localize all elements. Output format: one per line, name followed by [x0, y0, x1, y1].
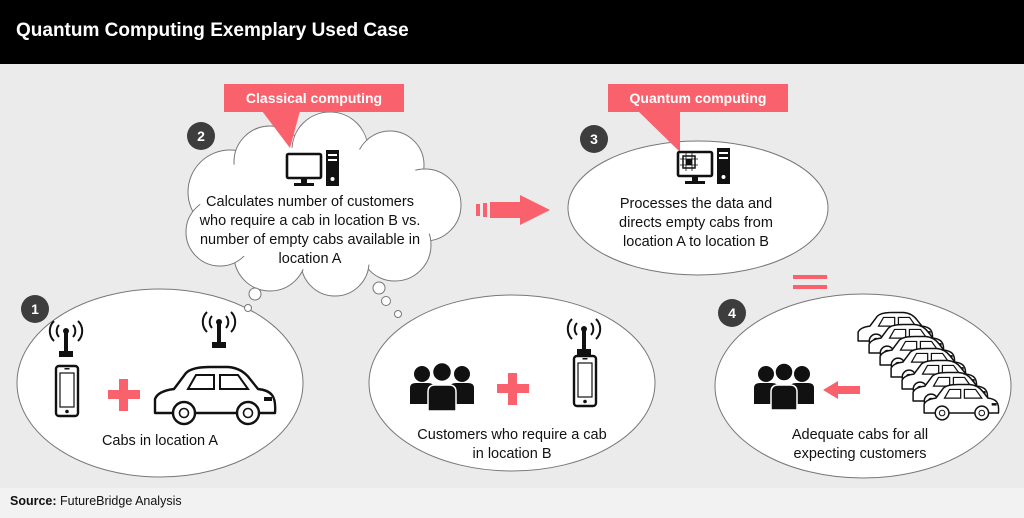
- people-icon: [410, 361, 474, 412]
- step-2-cloud: [185, 111, 462, 318]
- source-text: FutureBridge Analysis: [56, 494, 182, 508]
- classical-badge: [224, 84, 404, 148]
- page-title: Quantum Computing Exemplary Used Case: [16, 20, 409, 41]
- step-4-text: Adequate cabs for all expecting customer…: [791, 427, 929, 462]
- source-note: Source: FutureBridge Analysis: [10, 494, 182, 508]
- step-number-1: 1: [21, 295, 49, 323]
- step-3-text: Processes the data and directs empty cab…: [619, 196, 773, 250]
- step-number-3: 3: [580, 125, 608, 153]
- source-label: Source:: [10, 494, 57, 508]
- classical-badge-label: Classical computing: [245, 90, 383, 106]
- phone-icon: [572, 354, 598, 408]
- people-icon: [754, 362, 814, 411]
- arrow-icon: [476, 195, 550, 225]
- plus-icon: [108, 379, 140, 411]
- step-number-4: 4: [718, 299, 746, 327]
- step-1-bubble: [16, 288, 304, 478]
- quantum-computer-icon: [676, 146, 732, 186]
- phone-icon: [54, 364, 80, 418]
- step-3-bubble: [567, 140, 829, 276]
- step-2-text: Calculates number of customers who requi…: [199, 194, 421, 267]
- step-1-text: Cabs in location A: [101, 433, 219, 449]
- equals-icon: [793, 275, 827, 289]
- plus-icon: [497, 373, 529, 405]
- header-bar: Quantum Computing Exemplary Used Case: [0, 0, 1024, 64]
- arrow-left-icon: [823, 381, 860, 399]
- step-number-2: 2: [187, 122, 215, 150]
- customers-text: Customers who require a cab in location …: [417, 427, 607, 462]
- quantum-badge: [608, 84, 788, 152]
- quantum-badge-label: Quantum computing: [629, 90, 767, 106]
